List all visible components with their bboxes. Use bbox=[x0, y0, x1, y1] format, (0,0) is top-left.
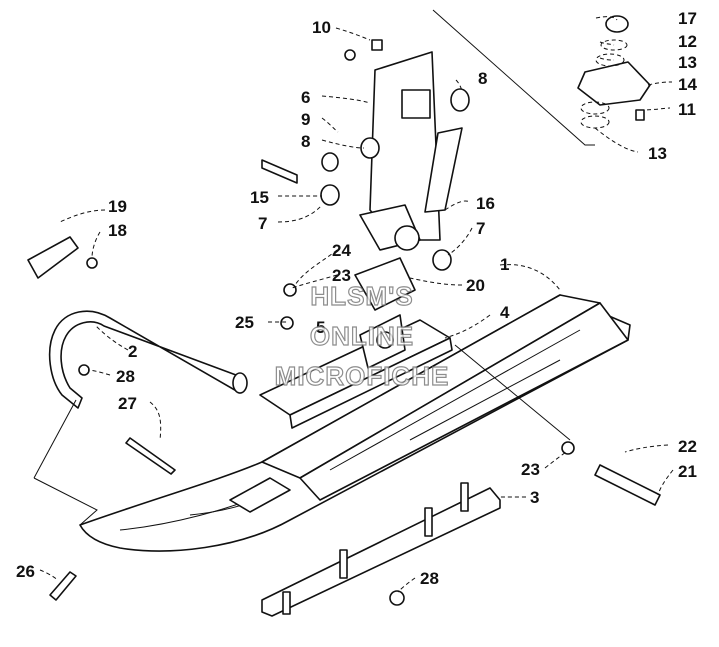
callout-1: 1 bbox=[500, 255, 509, 274]
callout-11: 11 bbox=[678, 100, 696, 119]
spindle-bracket bbox=[259, 257, 453, 429]
spindle bbox=[359, 51, 441, 251]
callout-21: 21 bbox=[678, 462, 697, 481]
callout-28a: 28 bbox=[116, 367, 135, 386]
callout-9: 9 bbox=[301, 110, 310, 129]
callout-16: 16 bbox=[476, 194, 495, 213]
callout-18: 18 bbox=[108, 221, 127, 240]
callout-7a: 7 bbox=[258, 214, 267, 233]
leaders bbox=[39, 16, 674, 593]
bolts bbox=[49, 283, 661, 606]
steering-arm bbox=[577, 15, 651, 129]
callout-28b: 28 bbox=[420, 569, 439, 588]
left-bracket bbox=[27, 236, 98, 279]
callout-12: 12 bbox=[678, 32, 697, 51]
callout-10: 10 bbox=[312, 18, 331, 37]
loop-handle bbox=[48, 310, 248, 409]
callout-labels: 10 17 12 13 8 14 6 11 9 8 13 15 16 19 7 … bbox=[16, 9, 697, 588]
ski-body bbox=[79, 294, 631, 552]
callout-24: 24 bbox=[332, 241, 351, 260]
bushings bbox=[261, 39, 470, 271]
callout-27: 27 bbox=[118, 394, 137, 413]
callout-23a: 23 bbox=[332, 266, 351, 285]
callout-3: 3 bbox=[530, 488, 539, 507]
watermark-line-3: MICROFICHE bbox=[275, 361, 450, 391]
wear-bar bbox=[261, 482, 501, 617]
callout-23b: 23 bbox=[521, 460, 540, 479]
watermark: HLSM'S ONLINE MICROFICHE bbox=[274, 280, 450, 391]
callout-13b: 13 bbox=[648, 144, 667, 163]
callout-15: 15 bbox=[250, 188, 269, 207]
watermark-line-1: HLSM'S bbox=[310, 281, 413, 311]
callout-7b: 7 bbox=[476, 219, 485, 238]
callout-14: 14 bbox=[678, 75, 697, 94]
watermark-line-2: ONLINE bbox=[310, 321, 414, 351]
callout-25: 25 bbox=[235, 313, 254, 332]
callout-8a: 8 bbox=[478, 69, 487, 88]
callout-26: 26 bbox=[16, 562, 35, 581]
callout-6: 6 bbox=[301, 88, 310, 107]
callout-13a: 13 bbox=[678, 53, 697, 72]
callout-2: 2 bbox=[128, 342, 137, 361]
callout-19: 19 bbox=[108, 197, 127, 216]
assembly-lines bbox=[33, 9, 595, 526]
callout-4: 4 bbox=[500, 303, 510, 322]
callout-22: 22 bbox=[678, 437, 697, 456]
callout-5: 5 bbox=[316, 318, 325, 337]
callout-17: 17 bbox=[678, 9, 697, 28]
callout-20: 20 bbox=[466, 276, 485, 295]
callout-8b: 8 bbox=[301, 132, 310, 151]
